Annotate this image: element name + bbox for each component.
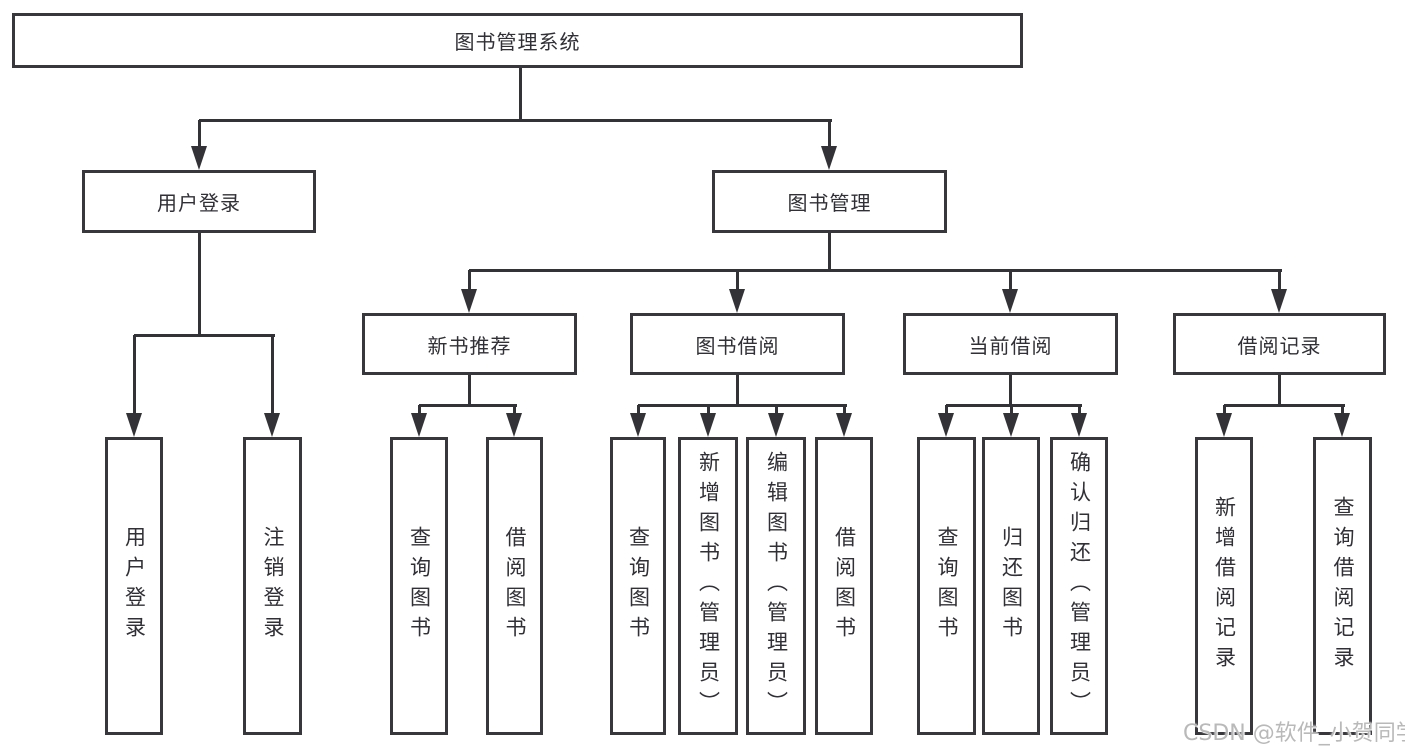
connector-line [1277,270,1281,291]
connector-line [197,120,201,148]
node-new-book-recommend-label: 新书推荐 [427,333,512,358]
arrow-down-icon [264,413,280,437]
leaf-query-books-3-label: 查询图书 [935,526,959,646]
leaf-query-borrow-record-label: 查询借阅记录 [1331,496,1355,676]
connector-line [1009,405,1013,415]
leaf-return-books: 归还图书 [982,437,1040,735]
leaf-query-books-2: 查询图书 [610,437,666,735]
connector-line [1224,403,1345,407]
leaf-borrow-books-1: 借阅图书 [486,437,543,735]
connector-line [467,270,471,291]
leaf-add-books-admin-label: 新增图书（管理员） [696,451,721,721]
connector-line [1222,405,1226,415]
leaf-return-books-label: 归还图书 [999,526,1024,646]
leaf-user-login: 用户登录 [105,437,163,735]
node-book-management: 图书管理 [712,170,947,233]
arrow-down-icon [411,413,427,437]
leaf-logout-label: 注销登录 [261,526,285,646]
watermark: CSDN @软件_小贺同学 [1183,721,1405,746]
connector-line [134,333,275,337]
arrow-down-icon [126,413,142,437]
connector-line [518,68,522,121]
leaf-borrow-books-2: 借阅图书 [815,437,873,735]
leaf-query-borrow-record: 查询借阅记录 [1313,437,1372,735]
arrow-down-icon [461,289,477,313]
connector-line [636,405,640,415]
node-root: 图书管理系统 [12,13,1023,68]
leaf-user-login-label: 用户登录 [122,526,147,646]
connector-line [1008,270,1012,291]
leaf-query-books-2-label: 查询图书 [626,526,651,646]
connector-line [467,375,471,407]
arrow-down-icon [836,413,852,437]
arrow-down-icon [700,413,716,437]
connector-line [512,405,516,415]
node-borrow-records-label: 借阅记录 [1237,333,1322,358]
leaf-borrow-books-1-label: 借阅图书 [503,526,527,646]
connector-line [944,405,948,415]
connector-line [1008,375,1012,407]
connector-line [735,270,739,291]
leaf-logout: 注销登录 [243,437,302,735]
connector-line [735,375,739,407]
connector-line [706,405,710,415]
leaf-query-books-1-label: 查询图书 [407,526,432,646]
arrow-down-icon [768,413,784,437]
connector-line [1077,405,1081,415]
connector-line [270,335,274,415]
leaf-edit-books-admin: 编辑图书（管理员） [746,437,806,735]
leaf-borrow-books-2-label: 借阅图书 [832,526,857,646]
node-current-borrow: 当前借阅 [903,313,1118,375]
node-root-label: 图书管理系统 [454,30,581,54]
leaf-confirm-return-admin: 确认归还（管理员） [1050,437,1108,735]
connector-line [132,335,136,415]
arrow-down-icon [1002,289,1018,313]
connector-line [774,405,778,415]
node-book-borrow-label: 图书借阅 [695,333,780,358]
connector-line [199,118,832,122]
connector-line [1340,405,1344,415]
connector-line [842,405,846,415]
node-new-book-recommend: 新书推荐 [362,313,577,375]
connector-line [419,403,517,407]
arrow-down-icon [1003,413,1019,437]
arrow-down-icon [1216,413,1232,437]
arrow-down-icon [630,413,646,437]
connector-line [1277,375,1281,407]
leaf-add-borrow-record-label: 新增借阅记录 [1212,496,1237,676]
node-current-borrow-label: 当前借阅 [968,333,1053,358]
leaf-query-books-1: 查询图书 [390,437,448,735]
connector-line [946,403,1082,407]
arrow-down-icon [1271,289,1287,313]
leaf-edit-books-admin-label: 编辑图书（管理员） [764,451,789,721]
arrow-down-icon [191,146,207,170]
node-user-login: 用户登录 [82,170,316,233]
arrow-down-icon [821,146,837,170]
connector-line [827,233,831,272]
leaf-query-books-3: 查询图书 [917,437,976,735]
connector-line [469,268,1282,272]
arrow-down-icon [938,413,954,437]
arrow-down-icon [1071,413,1087,437]
connector-line [638,403,847,407]
leaf-add-books-admin: 新增图书（管理员） [678,437,738,735]
connector-line [827,120,831,148]
node-book-borrow: 图书借阅 [630,313,845,375]
arrow-down-icon [729,289,745,313]
arrow-down-icon [1334,413,1350,437]
leaf-confirm-return-admin-label: 确认归还（管理员） [1067,451,1092,721]
node-user-login-label: 用户登录 [157,191,241,215]
arrow-down-icon [506,413,522,437]
connector-line [197,233,201,337]
connector-line [417,405,421,415]
leaf-add-borrow-record: 新增借阅记录 [1195,437,1253,735]
node-borrow-records: 借阅记录 [1173,313,1386,375]
node-book-management-label: 图书管理 [787,191,872,215]
